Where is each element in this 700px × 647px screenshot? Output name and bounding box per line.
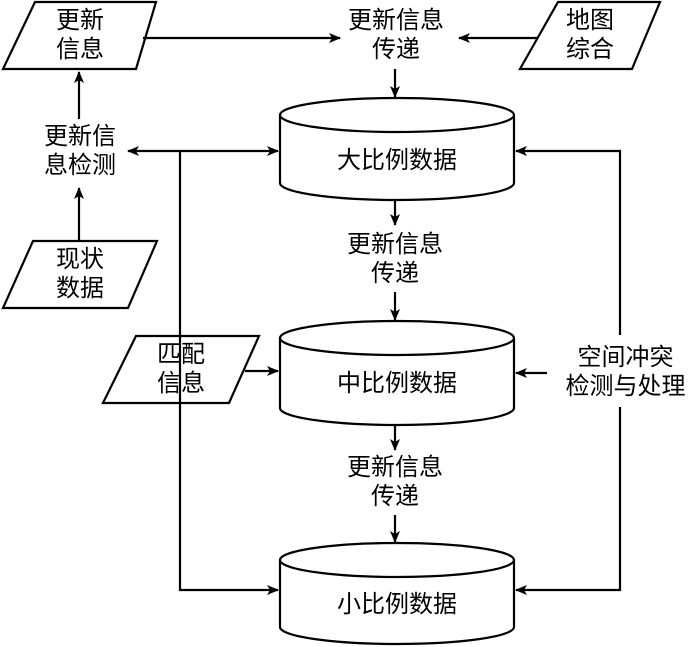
label-line: 息检测 (44, 151, 116, 179)
update-transfer-bottom-label: 更新信息 传递 (339, 453, 451, 511)
label-line: 更新信息 (347, 230, 443, 258)
map-generalization-box (518, 0, 662, 71)
label-line: 地图 (566, 6, 614, 34)
current-data-box (1, 239, 159, 310)
label-line: 现状 (56, 245, 104, 273)
label-line: 综合 (566, 35, 614, 63)
matching-info-box (101, 334, 261, 405)
label-line: 数据 (56, 274, 104, 302)
update-info-label: 更新 信息 (40, 6, 120, 64)
label-line: 传递 (371, 482, 419, 510)
arrow-conflict-to-small (515, 407, 622, 595)
large-scale-data-cylinder (278, 96, 516, 202)
label-line: 空间冲突 (577, 343, 674, 371)
label-line: 检测与处理 (565, 372, 686, 400)
small-scale-data-label: 小比例数据 (280, 590, 514, 619)
update-detection-label: 更新信 息检测 (30, 122, 130, 180)
medium-scale-data-cylinder (278, 319, 516, 427)
label-line: 小比例数据 (337, 590, 457, 618)
label-line: 更新 (56, 6, 104, 34)
label-line: 匹配 (157, 340, 205, 368)
update-transfer-top-label: 更新信息 传递 (340, 6, 452, 64)
large-scale-data-label: 大比例数据 (280, 146, 514, 175)
arrow-conflict-to-large (515, 146, 622, 335)
arrow-detection-to-small (178, 151, 279, 595)
label-line: 传递 (372, 35, 420, 63)
conflict-detection-label: 空间冲突 检测与处理 (553, 343, 698, 401)
label-line: 更新信息 (348, 6, 444, 34)
label-line: 中比例数据 (337, 369, 457, 397)
label-line: 传递 (371, 259, 419, 287)
label-line: 更新信息 (347, 453, 443, 481)
label-line: 信息 (157, 369, 205, 397)
update-info-box (1, 0, 158, 71)
label-line: 信息 (56, 35, 104, 63)
update-transfer-mid-label: 更新信息 传递 (339, 230, 451, 288)
small-scale-data-cylinder (278, 541, 516, 646)
matching-info-label: 匹配 信息 (141, 340, 221, 398)
label-line: 大比例数据 (337, 146, 457, 174)
current-data-label: 现状 数据 (40, 245, 120, 303)
label-line: 更新信 (44, 122, 116, 150)
medium-scale-data-label: 中比例数据 (280, 369, 514, 398)
map-generalization-label: 地图 综合 (550, 6, 630, 64)
